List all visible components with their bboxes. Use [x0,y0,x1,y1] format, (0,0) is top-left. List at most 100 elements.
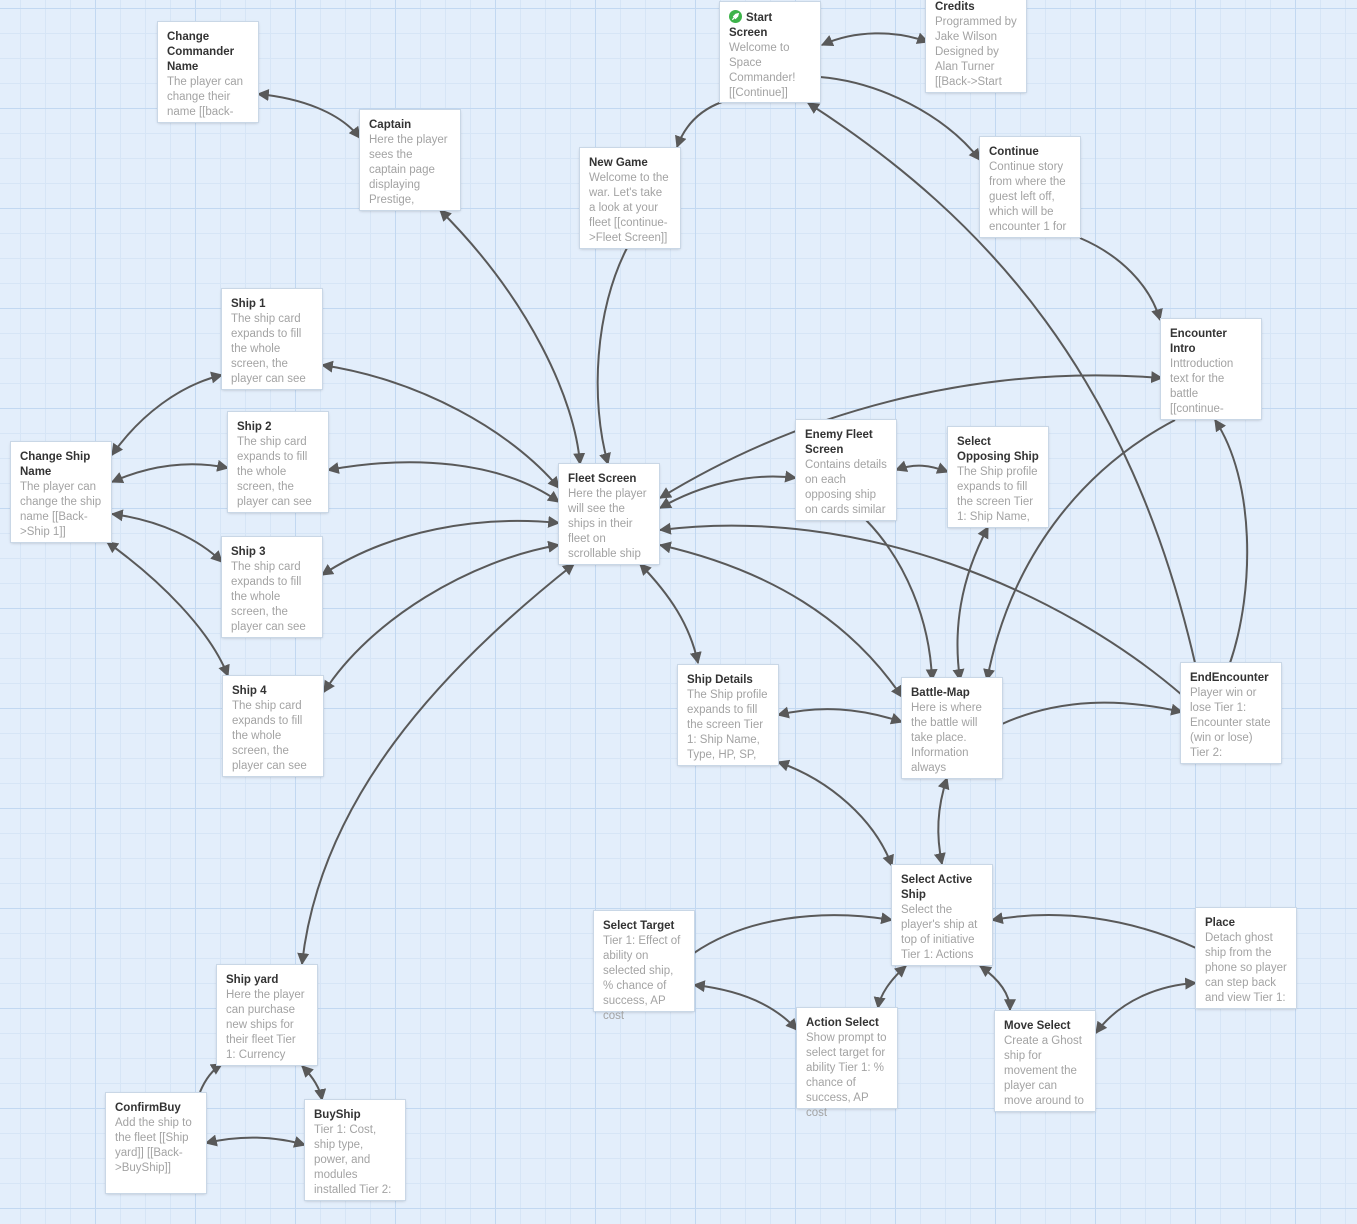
link-shipdetails-selactive [776,759,894,868]
link-confirmbuy-shipyard [199,1063,224,1093]
passage-battle-map[interactable]: Battle-Map Here is where the battle will… [902,678,1002,778]
passage-title: Captain [369,119,412,131]
passage-title: Enemy Fleet Screen [805,429,873,456]
link-continue-encintro [1079,237,1163,322]
link-shipyard-buyship [301,1065,327,1102]
passage-select-opposing-ship[interactable]: Select Opposing Ship The Ship profile ex… [948,427,1048,527]
passage-fleet-screen[interactable]: Fleet Screen Here the player will see th… [559,464,659,564]
link-enemyfleet-selectopp [894,460,950,474]
passage-title: New Game [589,157,648,169]
link-ship1-fleet [320,360,560,489]
link-fleet-enemyfleet [658,470,798,509]
passage-excerpt: Tier 1: Effect of ability on selected sh… [603,935,681,1022]
passage-title: Select Opposing Ship [957,436,1039,463]
passage-title: Continue [989,146,1039,158]
passage-title: Change Ship Name [20,451,91,478]
passage-ship-yard[interactable]: Ship yard Here the player can purchase n… [217,965,317,1065]
passage-action-select[interactable]: Action Select Show prompt to select targ… [797,1008,897,1119]
link-selactive-actionsel [873,965,907,1010]
link-endenc-start [806,102,1196,664]
link-changeship-ship2 [110,459,230,484]
passage-select-target[interactable]: Select Target Tier 1: Effect of ability … [594,911,694,1022]
link-start-newgame [675,101,723,149]
passage-excerpt: Detach ghost ship from the phone so play… [1205,932,1287,1004]
passage-start-screen[interactable]: Start Screen Welcome to Space Commander!… [720,2,820,102]
passage-excerpt: The Ship profile expands to fill the scr… [687,689,768,761]
link-changecmd-captain [256,89,361,139]
link-ship4-fleet [323,540,561,694]
link-fleet-battlemap [658,541,903,698]
passage-title: ConfirmBuy [115,1102,181,1114]
passage-ship-1[interactable]: Ship 1 The ship card expands to fill the… [222,289,322,389]
passage-excerpt: Add the ship to the fleet [[Ship yard]] … [115,1117,192,1174]
passage-title: Select Active Ship [901,874,973,901]
link-movesel-place [1095,977,1198,1034]
passage-title: Ship 2 [237,421,272,433]
passage-title: Move Select [1004,1020,1071,1032]
passage-excerpt: Programmed by Jake Wilson Designed by Al… [935,16,1017,88]
link-changeship-ship3 [110,509,223,563]
link-newgame-fleet [596,247,628,466]
link-confirmbuy-buyship [204,1134,307,1148]
passage-title: EndEncounter [1190,672,1269,684]
passage-new-game[interactable]: New Game Welcome to the war. Let's take … [580,148,680,248]
link-seltarget-actionsel [692,980,798,1031]
passage-ship-2[interactable]: Ship 2 The ship card expands to fill the… [228,412,328,512]
link-shipdetails-battlemap [776,706,904,725]
passage-excerpt: The ship card expands to fill the whole … [231,313,306,385]
passage-move-select[interactable]: Move Select Create a Ghost ship for move… [995,1011,1095,1111]
link-start-credits [820,32,930,46]
link-changeship-ship1 [111,371,224,456]
link-enemyfleet-battlemap [865,519,938,682]
passage-change-commander-name[interactable]: Change Commander Name The player can cha… [158,22,258,122]
passage-ship-details[interactable]: Ship Details The Ship profile expands to… [678,665,778,765]
passage-credits[interactable]: Credits Programmed by Jake Wilson Design… [926,0,1026,92]
passage-title: BuyShip [314,1109,361,1121]
passage-excerpt: Welcome to the war. Let's take a look at… [589,172,669,244]
link-endenc-encintro [1214,419,1249,664]
link-ship2-fleet [326,461,560,503]
rocket-icon [729,10,742,23]
passage-excerpt: Player win or lose Tier 1: Encounter sta… [1190,687,1271,759]
link-selactive-movesel [979,965,1016,1012]
passage-title: Ship 3 [231,546,266,558]
passage-ship-3[interactable]: Ship 3 The ship card expands to fill the… [222,537,322,637]
passage-excerpt: Create a Ghost ship for movement the pla… [1004,1035,1084,1107]
passage-ship-4[interactable]: Ship 4 The ship card expands to fill the… [223,676,323,776]
passage-title: Ship Details [687,674,753,686]
passage-excerpt: Inttroduction text for the battle [[cont… [1170,358,1234,415]
passage-excerpt: Here is where the battle will take place… [911,702,982,774]
passage-title: Start Screen [729,12,773,39]
passage-title: Fleet Screen [568,473,637,485]
passage-continue[interactable]: Continue Continue story from where the g… [980,137,1080,237]
passage-title: Encounter Intro [1170,328,1227,355]
passage-encounter-intro[interactable]: Encounter Intro Inttroduction text for t… [1161,319,1261,419]
passage-title: Action Select [806,1017,879,1029]
link-ship3-fleet [320,515,561,576]
passage-excerpt: Here the player can purchase new ships f… [226,989,305,1061]
passage-captain[interactable]: Captain Here the player sees the captain… [360,110,460,210]
passage-place[interactable]: Place Detach ghost ship from the phone s… [1196,908,1296,1008]
passage-excerpt: Welcome to Space Commander! [[Continue]] [729,42,796,99]
passage-confirm-buy[interactable]: ConfirmBuy Add the ship to the fleet [[S… [106,1093,206,1193]
link-battlemap-endenc [1001,701,1184,725]
link-fleet-shipyard [297,563,575,966]
link-seltarget-selactive [693,912,894,954]
link-battlemap-selactive [933,776,950,866]
link-fleet-shipdetails [639,563,702,665]
link-selectopp-battlemap [952,525,989,682]
link-fleet-encintro [658,371,1164,499]
passage-buy-ship[interactable]: BuyShip Tier 1: Cost, ship type, power, … [305,1100,405,1200]
passage-end-encounter[interactable]: EndEncounter Player win or lose Tier 1: … [1181,663,1281,763]
passage-title: Credits [935,1,975,13]
passage-change-ship-name[interactable]: Change Ship Name The player can change t… [11,442,111,542]
passage-excerpt: The ship card expands to fill the whole … [231,561,306,633]
passage-excerpt: Select the player's ship at top of initi… [901,904,978,961]
passage-select-active-ship[interactable]: Select Active Ship Select the player's s… [892,865,992,965]
passage-title: Select Target [603,920,675,932]
passage-enemy-fleet-screen[interactable]: Enemy Fleet Screen Contains details on e… [796,420,896,520]
link-changeship-ship4 [106,541,230,678]
passage-excerpt: Show prompt to select target for ability… [806,1032,887,1119]
passage-title: Ship 1 [231,298,266,310]
